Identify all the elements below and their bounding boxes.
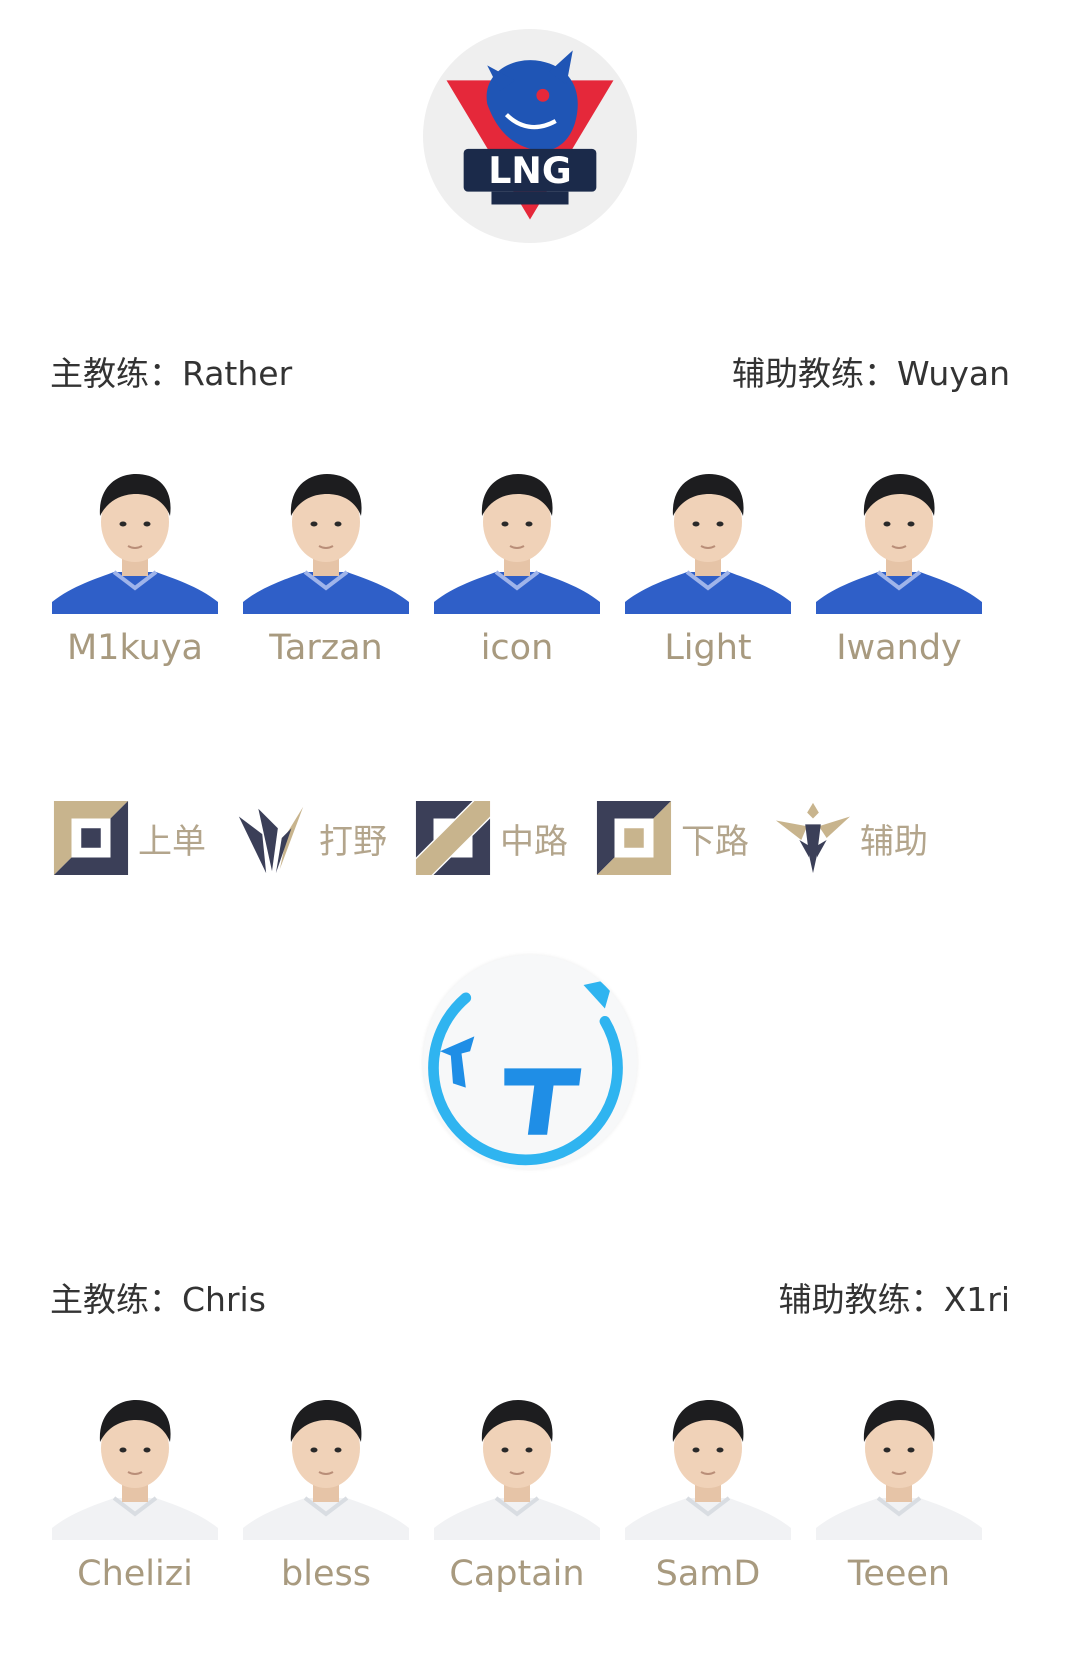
player-card: Tarzan [241, 464, 411, 684]
player-photo [434, 464, 600, 614]
role-label-mid: 中路 [500, 821, 568, 862]
player-card: bless [241, 1390, 411, 1610]
role-bot-lane: 下路 [593, 796, 749, 880]
player-card: Captain [432, 1390, 602, 1610]
player-name: Light [664, 628, 752, 668]
role-legend: 上单 打野 中路 [50, 796, 1010, 880]
player-name: icon [480, 628, 554, 668]
role-label-support: 辅助 [860, 821, 928, 862]
player-name: Captain [449, 1554, 585, 1594]
role-top-lane: 上单 [50, 796, 206, 880]
mid-lane-icon [412, 799, 494, 877]
player-photo [243, 464, 409, 614]
player-photo [816, 1390, 982, 1540]
player-photo [625, 464, 791, 614]
player-photo [434, 1390, 600, 1540]
player-photo [625, 1390, 791, 1540]
role-mid-lane: 中路 [412, 796, 568, 880]
tt-player-list: Chelizi bless Captain SamD Teeen [50, 1390, 1010, 1610]
support-icon [772, 799, 854, 877]
lng-coach-line: 主教练：Rather 辅助教练：Wuyan [50, 349, 1010, 399]
player-name: bless [281, 1554, 371, 1594]
role-jungle: 打野 [231, 796, 387, 880]
player-photo [52, 464, 218, 614]
role-label-bot: 下路 [681, 821, 749, 862]
lng-player-list: M1kuya Tarzan icon Light Iwandy [50, 464, 1010, 684]
lng-assistant-coach: 辅助教练：Wuyan [731, 354, 1010, 393]
player-card: Light [623, 464, 793, 684]
role-label-top: 上单 [138, 821, 206, 862]
bot-lane-icon [593, 799, 675, 877]
player-photo [52, 1390, 218, 1540]
player-card: Teeen [814, 1390, 984, 1610]
tt-head-coach: 主教练：Chris [50, 1280, 266, 1319]
player-card: Chelizi [50, 1390, 220, 1610]
svg-text:LNG: LNG [488, 149, 571, 192]
player-name: M1kuya [66, 628, 203, 668]
player-photo [816, 464, 982, 614]
player-card: Iwandy [814, 464, 984, 684]
role-support: 辅助 [772, 796, 928, 880]
player-name: Iwandy [836, 628, 962, 668]
lng-logo-icon: LNG [446, 50, 614, 220]
tt-team-logo [423, 955, 637, 1169]
player-card: icon [432, 464, 602, 684]
lng-head-coach: 主教练：Rather [50, 354, 293, 393]
player-name: Teeen [847, 1554, 951, 1594]
lng-team-logo: LNG [423, 29, 637, 243]
player-card: SamD [623, 1390, 793, 1610]
jungle-icon [231, 799, 313, 877]
player-photo [243, 1390, 409, 1540]
tt-assistant-coach: 辅助教练：X1ri [778, 1280, 1010, 1319]
player-name: Tarzan [269, 628, 383, 668]
tt-logo-icon [428, 978, 623, 1166]
player-card: M1kuya [50, 464, 220, 684]
top-lane-icon [50, 799, 132, 877]
player-name: Chelizi [77, 1554, 193, 1594]
role-label-jungle: 打野 [319, 821, 387, 862]
player-name: SamD [655, 1554, 761, 1594]
tt-coach-line: 主教练：Chris 辅助教练：X1ri [50, 1275, 1010, 1325]
